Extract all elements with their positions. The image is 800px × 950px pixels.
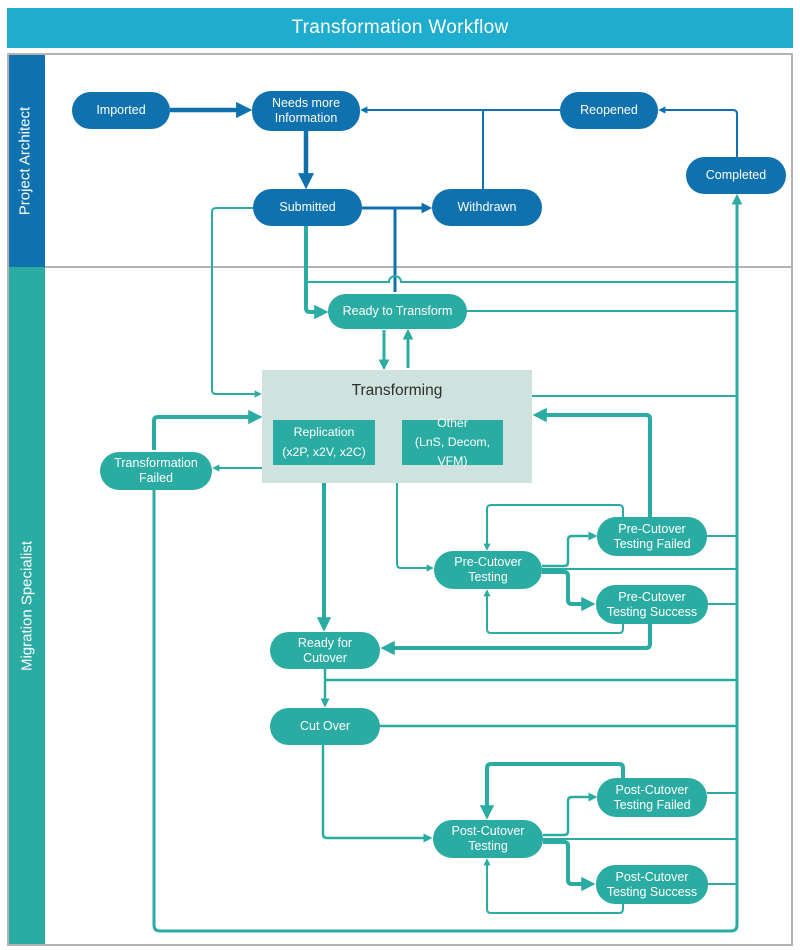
- lane-migration-specialist: [9, 267, 45, 944]
- node-cut-over: Cut Over: [270, 708, 380, 745]
- lane-label-migration-specialist: Migration Specialist: [18, 540, 36, 672]
- node-imported: Imported: [72, 92, 170, 129]
- lane-project-architect: [9, 55, 45, 267]
- node-ready-for-cutover: Ready for Cutover: [270, 632, 380, 669]
- node-ready-to-transform: Ready to Transform: [328, 294, 467, 329]
- node-reopened: Reopened: [560, 92, 658, 129]
- node-pre-cutover-testing: Pre-Cutover Testing: [434, 551, 542, 589]
- node-withdrawn: Withdrawn: [432, 189, 542, 226]
- page-title: Transformation Workflow: [7, 8, 793, 48]
- lane-label-project-architect: Project Architect: [16, 106, 34, 216]
- node-completed: Completed: [686, 157, 786, 194]
- transforming-title: Transforming: [351, 382, 443, 399]
- node-post-cutover-testing-failed: Post-Cutover Testing Failed: [597, 778, 707, 817]
- node-post-cutover-testing: Post-Cutover Testing: [433, 820, 543, 858]
- node-transforming-container: Transforming Replication (x2P, x2V, x2C)…: [262, 370, 532, 483]
- node-needs-more-information: Needs more Information: [252, 91, 360, 131]
- node-other: Other (LnS, Decom, VFM): [402, 416, 503, 468]
- node-pre-cutover-testing-failed: Pre-Cutover Testing Failed: [597, 517, 707, 556]
- lane-divider: [45, 266, 791, 268]
- node-replication: Replication (x2P, x2V, x2C): [273, 420, 375, 465]
- node-transformation-failed: Transformation Failed: [100, 452, 212, 490]
- node-submitted: Submitted: [253, 189, 362, 226]
- node-pre-cutover-testing-success: Pre-Cutover Testing Success: [596, 585, 708, 624]
- node-post-cutover-testing-success: Post-Cutover Testing Success: [596, 865, 708, 904]
